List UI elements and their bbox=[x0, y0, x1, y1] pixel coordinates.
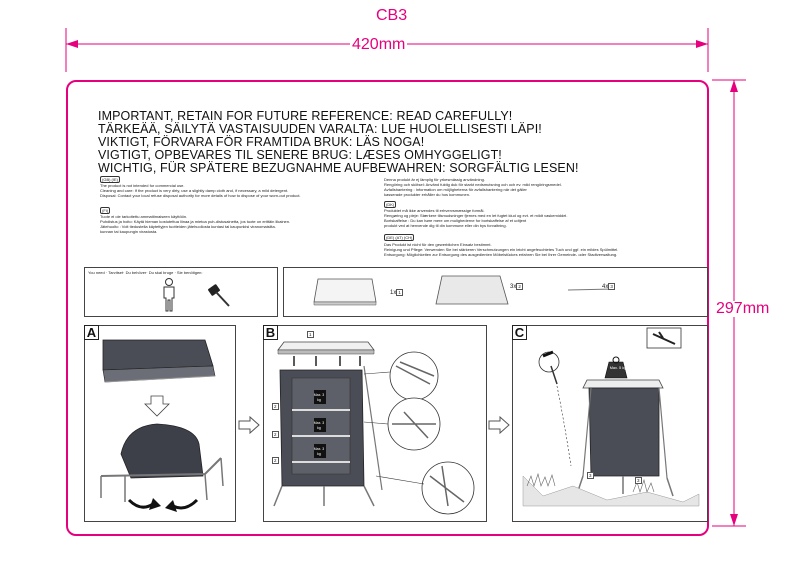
mallet-icon bbox=[208, 284, 230, 307]
info-fi-2: Puhdistus ja hoito: Käytä hieman kostute… bbox=[100, 219, 291, 224]
info-se-3: Avfallshantering : Information om möjlig… bbox=[384, 187, 527, 192]
info-tag-fi: (FI) bbox=[100, 207, 111, 214]
table-top-part bbox=[313, 278, 377, 306]
info-fi-3: Jätehuolto : Voit tiedustella käytettyje… bbox=[100, 224, 276, 229]
warning-de: WICHTIG, FÜR SPÄTERE BEZUGNAHME AUFBEWAH… bbox=[98, 161, 579, 175]
info-se-2: Rengöring och skötsel: Använd fuktig duk… bbox=[384, 182, 562, 187]
step-a-label: A bbox=[84, 325, 99, 340]
height-label: 297mm bbox=[714, 300, 772, 317]
step-arrow-1 bbox=[238, 415, 260, 435]
shelf-num-1: 2 bbox=[272, 403, 279, 410]
load-label-3: Max. 3 kg bbox=[313, 447, 325, 456]
warning-en: IMPORTANT, RETAIN FOR FUTURE REFERENCE: … bbox=[98, 109, 513, 123]
info-tag-dk: (DK) bbox=[384, 201, 397, 208]
format-label: CB3 bbox=[376, 7, 408, 24]
shelf-part bbox=[567, 288, 615, 291]
info-de-1: Das Produkt ist nicht für den gewerblich… bbox=[384, 242, 492, 247]
info-dk-4: produkt ved at henvende dig til din komm… bbox=[384, 223, 507, 228]
info-de-2: Reinigung und Pflege: Verwenden Sie bei … bbox=[384, 247, 619, 252]
peg-num-1: 3 bbox=[587, 472, 594, 479]
step-a-illustration bbox=[100, 339, 224, 512]
step-a-panel: A bbox=[84, 325, 236, 522]
warning-dk: VIGTIGT, OPBEVARES TIL SENERE BRUG: LÆSE… bbox=[98, 148, 502, 162]
info-en-3: Disposal: Contact your local refuse disp… bbox=[100, 193, 301, 198]
step-b-illustration bbox=[273, 341, 475, 515]
step-b-callout: 1 bbox=[307, 331, 314, 338]
step-c-illustration bbox=[522, 327, 700, 507]
shelf-num-3: 2 bbox=[272, 457, 279, 464]
peg-num-2: 3 bbox=[635, 477, 642, 484]
tools-label: You need · Tarvitset· Du behöver· Du ska… bbox=[88, 270, 203, 275]
step-c-panel: C Max. 5 kg 3 3 bbox=[512, 325, 708, 522]
info-fi-4: kunnan tai kaupungin virastosta. bbox=[100, 229, 158, 234]
width-label: 420mm bbox=[350, 36, 408, 53]
step-arrow-2 bbox=[488, 415, 510, 435]
info-se-4: kasserade produkter erhåller du hos komm… bbox=[384, 192, 471, 197]
warning-fi: TÄRKEÄÄ, SÄILYTÄ VASTAISUUDEN VARALTA: L… bbox=[98, 122, 542, 136]
info-fi-1: Tuote ei ole tarkoitettu ammattimaiseen … bbox=[100, 214, 188, 219]
load-label-max5: Max. 5 kg bbox=[609, 366, 627, 370]
step-b-panel: B 1 Max. 3 kg Max. 3 kg Max. 3 kg 2 2 2 bbox=[263, 325, 487, 522]
info-se-1: Denna produkt är ej lämplig för yrkesmäs… bbox=[384, 177, 485, 182]
cabinet-body-part bbox=[435, 275, 509, 305]
load-label-1: Max. 3 kg bbox=[313, 393, 325, 402]
sheet-outline bbox=[66, 80, 709, 536]
load-label-2: Max. 3 kg bbox=[313, 421, 325, 430]
step-b-label: B bbox=[263, 325, 278, 340]
info-tag-de: (DE) (AT) (CH) bbox=[384, 234, 415, 241]
info-de-3: Entsorgung: Möglichkeiten zur Entsorgung… bbox=[384, 252, 618, 257]
info-dk-3: Bortskaffelse : Du kan høre mere om muli… bbox=[384, 218, 527, 223]
info-en-1: The product is not intended for commerci… bbox=[100, 183, 185, 188]
person-icon bbox=[163, 278, 175, 312]
info-en-2: Cleaning and care: If the product is ver… bbox=[100, 188, 289, 193]
info-tag-en: (GB) (IE) bbox=[100, 176, 120, 183]
warning-se: VIKTIGT, FÖRVARA FÖR FRAMTIDA BRUK: LÄS … bbox=[98, 135, 425, 149]
info-dk-2: Rengøring og pleje: Stærkere tilsmudsnin… bbox=[384, 213, 568, 218]
step-c-label: C bbox=[512, 325, 527, 340]
info-dk-1: Produktet må ikke anvendes til erhvervsm… bbox=[384, 208, 485, 213]
shelf-num-2: 2 bbox=[272, 431, 279, 438]
tools-panel: You need · Tarvitset· Du behöver· Du ska… bbox=[84, 267, 278, 317]
